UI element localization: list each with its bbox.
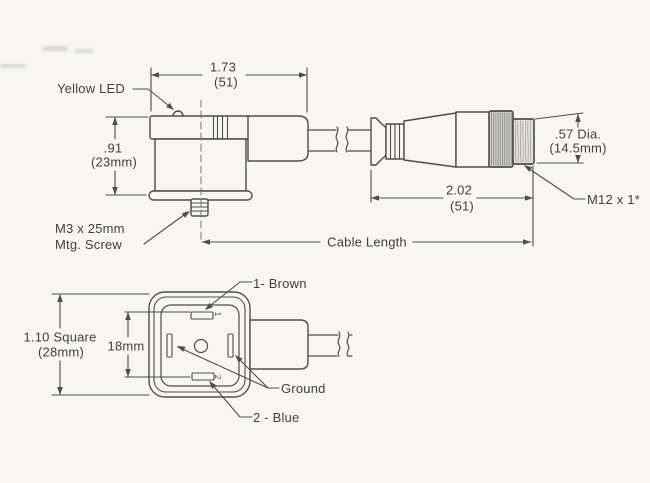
face-inner-square bbox=[160, 304, 240, 387]
pin2-mark: 2 bbox=[213, 374, 223, 380]
dimension-m12-length-2-02 bbox=[370, 169, 534, 203]
m12-cylinder bbox=[455, 111, 491, 168]
pin1-mark: 1 bbox=[213, 311, 223, 317]
dim-m12-diameter-inches: .57 Dia. bbox=[554, 126, 602, 142]
strain-relief-ribs bbox=[385, 123, 405, 160]
dim-height-mm: (23mm) bbox=[91, 154, 137, 170]
dim-m12-diameter-mm: (14.5mm) bbox=[549, 140, 607, 156]
m12-connector-side bbox=[370, 110, 535, 168]
pin2-slot bbox=[191, 372, 215, 381]
dimension-m12-diameter-57 bbox=[534, 112, 584, 164]
mounting-screw-label-line2: Mtg. Screw bbox=[55, 237, 123, 252]
dimension-height-91 bbox=[105, 116, 149, 196]
ground-label: Ground bbox=[281, 381, 326, 396]
din-connector-face bbox=[148, 291, 309, 398]
dimension-outer-1-10 bbox=[51, 293, 150, 396]
dimension-cable-length bbox=[201, 165, 534, 247]
pin2-leader bbox=[209, 381, 253, 418]
scan-smudge bbox=[0, 64, 26, 68]
scan-smudge bbox=[74, 49, 94, 53]
m12-thread-leader bbox=[524, 165, 586, 200]
dim-m12-length-inches: 2.02 bbox=[445, 182, 473, 198]
dim-outer-square-line2: (28mm) bbox=[38, 344, 84, 360]
cap-vent-slots bbox=[212, 115, 229, 140]
pin2-label: 2 - Blue bbox=[253, 410, 300, 425]
pin1-slot bbox=[190, 311, 214, 320]
cable-break-top bbox=[307, 126, 372, 153]
cable-boot-side bbox=[249, 319, 309, 370]
din-cap bbox=[149, 115, 251, 140]
m12-thread-label: M12 x 1* bbox=[587, 192, 640, 207]
mounting-screw-label-line1: M3 x 25mm bbox=[55, 221, 125, 236]
ground-slot-right bbox=[227, 333, 234, 358]
pin1-leader bbox=[205, 281, 253, 310]
mounting-screw-leader bbox=[143, 211, 190, 245]
yellow-led-leader bbox=[132, 88, 174, 110]
ground-leader bbox=[177, 346, 280, 389]
scan-smudge bbox=[42, 46, 68, 51]
face-mid-square bbox=[153, 296, 246, 393]
dim-outer-square-line1: 1.10 Square bbox=[23, 329, 97, 345]
dim-width-mm: (51) bbox=[214, 74, 238, 90]
strain-relief-bell bbox=[370, 117, 387, 166]
dim-m12-length-mm: (51) bbox=[450, 198, 474, 214]
m12-knurled-ring bbox=[488, 110, 514, 168]
din-connector-side bbox=[148, 110, 309, 217]
dim-width-inches: 1.73 bbox=[209, 59, 237, 75]
cable-length-label: Cable Length bbox=[327, 234, 407, 250]
dim-height-inches: .91 bbox=[103, 140, 123, 156]
m12-threaded-end bbox=[512, 118, 535, 165]
ground-slot-left bbox=[166, 333, 173, 358]
center-screw-hole bbox=[193, 338, 209, 354]
yellow-led-label: Yellow LED bbox=[57, 81, 126, 96]
dimension-inner-18mm bbox=[124, 311, 191, 378]
pin1-label: 1- Brown bbox=[253, 276, 307, 291]
m12-cone-body bbox=[403, 112, 457, 168]
dimension-width-1-73 bbox=[150, 67, 308, 113]
dim-inner-18mm: 18mm bbox=[107, 338, 145, 354]
cable-gland-block bbox=[247, 115, 309, 162]
cable-break-bottom bbox=[307, 331, 353, 357]
mounting-screw bbox=[190, 198, 209, 217]
